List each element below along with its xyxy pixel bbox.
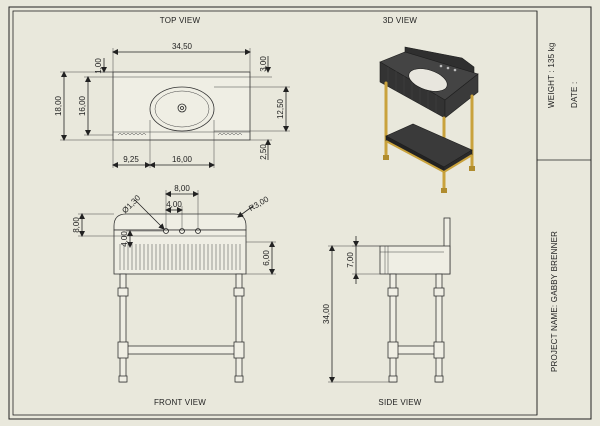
dim-front-gap: 2,50 bbox=[259, 144, 268, 160]
dim-hole-height: 4,00 bbox=[120, 231, 129, 247]
iso-foot bbox=[383, 155, 389, 160]
leader-line bbox=[237, 205, 254, 218]
dim-top-back: 3,00 bbox=[259, 56, 268, 72]
front-leg-collar bbox=[233, 287, 245, 297]
iso-view bbox=[379, 46, 479, 193]
dim-basin-offset: 9,25 bbox=[123, 155, 139, 164]
side-foot-back bbox=[434, 375, 444, 383]
dim-front-apron: 6,00 bbox=[262, 250, 271, 266]
front-view-title: FRONT VIEW bbox=[154, 398, 206, 407]
date-label: DATE : bbox=[570, 82, 579, 108]
basin-outline bbox=[149, 86, 215, 132]
side-slab bbox=[379, 245, 451, 275]
dim-basin-width: 16,00 bbox=[172, 155, 193, 164]
dim-splash-height: 8,00 bbox=[72, 217, 81, 233]
side-leg-collar bbox=[433, 341, 445, 359]
faucet-hole-right bbox=[195, 228, 201, 234]
iso-foot bbox=[469, 166, 475, 171]
iso-foot bbox=[441, 188, 447, 193]
dim-top-width: 34,50 bbox=[172, 42, 193, 51]
front-backsplash bbox=[113, 213, 247, 231]
side-leg-collar bbox=[387, 341, 399, 359]
iso-faucet-hole bbox=[453, 68, 457, 72]
iso-shelf-rail bbox=[443, 154, 473, 173]
top-view-title: TOP VIEW bbox=[160, 16, 201, 25]
iso-faucet-hole bbox=[439, 64, 443, 68]
side-leg-collar bbox=[387, 287, 399, 297]
front-shelf bbox=[119, 345, 243, 355]
iso-slab-side bbox=[444, 73, 479, 119]
iso-shelf-rail bbox=[385, 140, 445, 173]
front-leg-collar bbox=[117, 287, 129, 297]
dim-hole-span: 8,00 bbox=[174, 184, 190, 193]
dim-top-inner: 16,00 bbox=[78, 95, 87, 116]
side-view: 7,00 34,00 bbox=[322, 217, 451, 383]
weight-label: WEIGHT : 135 kg bbox=[547, 42, 556, 108]
project-name-label: PROJECT NAME: GABBY BRENNER bbox=[550, 231, 559, 372]
front-foot-right bbox=[234, 375, 244, 383]
dim-top-depth: 18,00 bbox=[54, 95, 63, 116]
side-view-title: SIDE VIEW bbox=[378, 398, 421, 407]
basin-inner-outline bbox=[154, 90, 210, 128]
iso-view-title: 3D VIEW bbox=[383, 16, 418, 25]
leader-line bbox=[134, 199, 165, 230]
side-foot-front bbox=[388, 375, 398, 383]
dim-hole-pitch: 4,00 bbox=[166, 200, 182, 209]
front-leg-collar bbox=[233, 341, 245, 359]
front-scallop-right bbox=[217, 133, 243, 136]
dim-basin-depth: 12,50 bbox=[276, 98, 285, 119]
side-leg-collar bbox=[433, 287, 445, 297]
iso-faucet-hole bbox=[446, 66, 450, 70]
dim-side-apron: 7,00 bbox=[346, 252, 355, 268]
faucet-hole-center bbox=[179, 228, 185, 234]
top-view: 34,50 1,00 3,00 18,00 16,00 12,50 2,50 bbox=[54, 42, 290, 168]
iso-basin bbox=[408, 68, 448, 92]
outer-frame bbox=[8, 6, 592, 420]
front-scallop-left bbox=[117, 133, 147, 136]
dim-top-edge: 1,00 bbox=[94, 58, 103, 74]
drain-inner bbox=[180, 106, 184, 110]
drain-outer bbox=[177, 103, 187, 113]
dim-side-height: 34,00 bbox=[322, 303, 331, 324]
front-foot-left bbox=[118, 375, 128, 383]
front-leg-collar bbox=[117, 341, 129, 359]
